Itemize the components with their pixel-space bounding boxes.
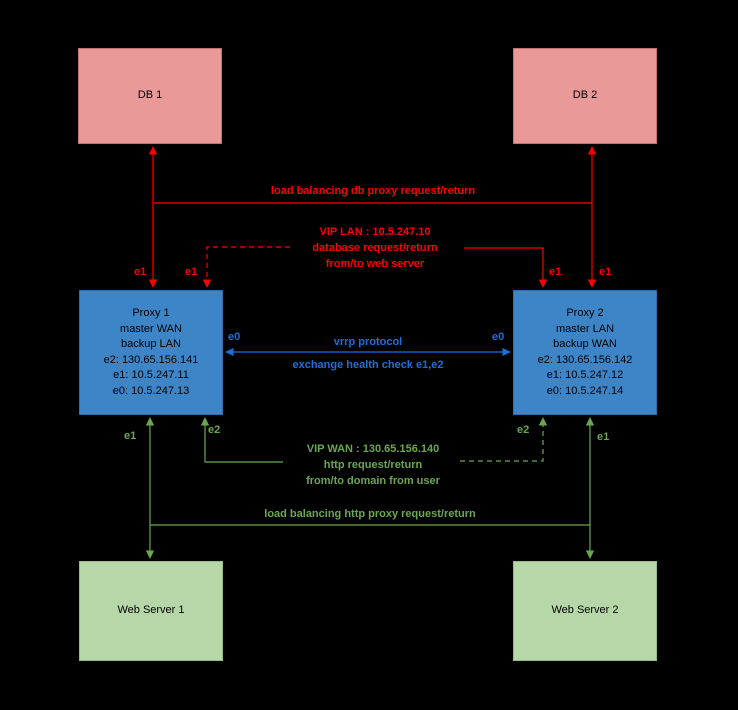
proxy2-role-wan: backup WAN — [553, 338, 617, 350]
vip-wan-backup-link — [460, 417, 548, 462]
proxy2-text: Proxy 2 master LAN backup WAN e2: 130.65… — [538, 306, 633, 399]
proxy1-ip-e2: e2: 130.65.156.141 — [103, 353, 199, 366]
node-proxy1: Proxy 1 master WAN backup LAN e2: 130.65… — [79, 290, 223, 415]
proxy2-title: Proxy 2 — [566, 307, 604, 319]
health-check-label: exchange health check e1,e2 — [292, 359, 444, 371]
vrrp-protocol-label: vrrp protocol — [333, 336, 403, 348]
vip-wan-master-link — [200, 417, 283, 463]
proxy1-title: Proxy 1 — [132, 307, 170, 319]
vip-lan-master-link — [464, 247, 548, 288]
port-e1-web2-link: e1 — [597, 431, 610, 443]
web1-label: Web Server 1 — [117, 604, 185, 617]
port-e2-vipwan-proxy2: e2 — [517, 424, 530, 436]
port-e1-web1-link: e1 — [124, 430, 137, 442]
db1-label: DB 1 — [137, 89, 163, 102]
vip-lan-line3: from/to web server — [325, 258, 425, 270]
vip-wan-line2: http request/return — [323, 459, 423, 471]
port-e1-viplan-proxy2: e1 — [549, 266, 562, 278]
port-e2-vipwan-proxy1: e2 — [208, 424, 221, 436]
port-e0-proxy1: e0 — [228, 331, 241, 343]
port-e1-db1-link: e1 — [134, 266, 147, 278]
vip-lan-title: VIP LAN : 10.5.247.10 — [319, 226, 431, 238]
port-e1-viplan-proxy1: e1 — [185, 266, 198, 278]
node-db1: DB 1 — [78, 48, 222, 144]
http-load-balancing-label: load balancing http proxy request/return — [264, 508, 476, 520]
vip-lan-line2: database request/return — [312, 242, 438, 254]
node-proxy2: Proxy 2 master LAN backup WAN e2: 130.65… — [513, 290, 657, 415]
vip-lan-backup-link — [202, 246, 290, 288]
proxy2-ip-e0: e0: 10.5.247.14 — [546, 384, 624, 397]
vip-wan-title: VIP WAN : 130.65.156.140 — [306, 443, 440, 455]
proxy1-ip-e1: e1: 10.5.247.11 — [113, 369, 189, 381]
proxy1-ip-e0: e0: 10.5.247.13 — [112, 384, 190, 397]
db-load-balancing-label: load balancing db proxy request/return — [270, 185, 476, 197]
node-web1: Web Server 1 — [79, 561, 223, 661]
db2-label: DB 2 — [572, 89, 598, 102]
node-db2: DB 2 — [513, 48, 657, 144]
proxy2-role-lan: master LAN — [555, 322, 615, 335]
proxy2-ip-e1: e1: 10.5.247.12 — [546, 369, 624, 381]
web2-label: Web Server 2 — [551, 604, 619, 617]
proxy1-role-wan: master WAN — [120, 322, 182, 335]
port-e0-proxy2: e0 — [492, 331, 505, 343]
proxy2-ip-e2: e2: 130.65.156.142 — [537, 353, 633, 366]
port-e1-db2-link: e1 — [599, 266, 612, 278]
proxy1-text: Proxy 1 master WAN backup LAN e2: 130.65… — [104, 306, 199, 399]
node-web2: Web Server 2 — [513, 561, 657, 661]
vip-wan-line3: from/to domain from user — [306, 475, 440, 487]
proxy1-role-lan: backup LAN — [121, 338, 181, 350]
